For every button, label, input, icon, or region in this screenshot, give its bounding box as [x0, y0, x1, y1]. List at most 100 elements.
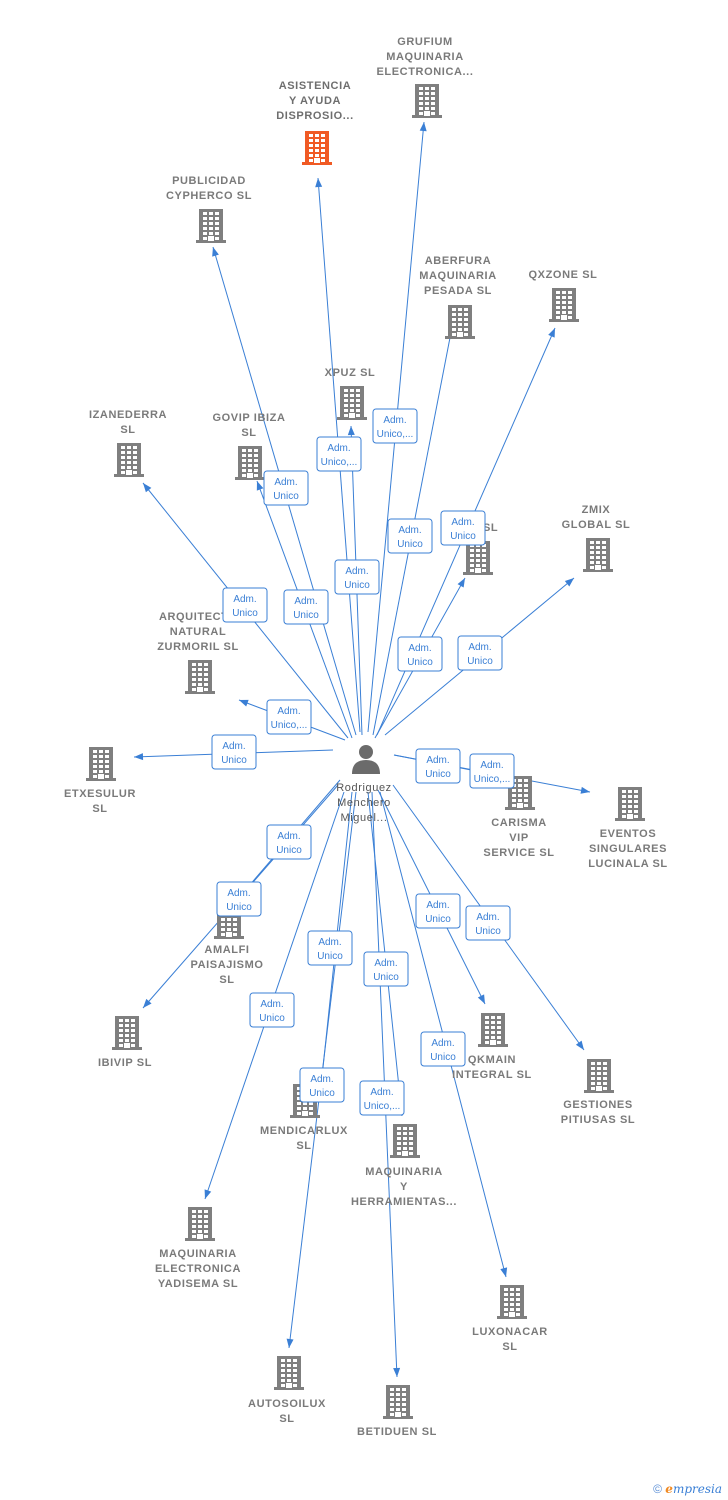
- building-icon: [615, 787, 645, 821]
- building-icon: [390, 1124, 420, 1158]
- arrowhead-icon: [580, 786, 590, 794]
- edge-label-line: Unico: [221, 755, 247, 766]
- edge-label-arquitectura[interactable]: Adm.Unico,...: [266, 699, 312, 735]
- node-ibivip[interactable]: IBIVIP SL: [98, 1016, 152, 1069]
- edge-label-gestiones[interactable]: Adm.Unico: [465, 905, 511, 941]
- building-icon: [302, 131, 332, 165]
- node-label-line: LUCINALA SL: [588, 858, 668, 870]
- person-icon: [352, 745, 380, 774]
- edge-label-amalfi[interactable]: Adm.Unico: [266, 824, 312, 860]
- edge-label-luxonacar[interactable]: Adm.Unico: [420, 1031, 466, 1067]
- edge-label-grufium[interactable]: Adm.Unico,...: [372, 408, 418, 444]
- edge-label-zmix[interactable]: Adm.Unico: [457, 635, 503, 671]
- edge-label-ibivip[interactable]: Adm.Unico: [216, 881, 262, 917]
- arrowhead-icon: [204, 1189, 212, 1199]
- edge-label-aberfura[interactable]: Adm.Unico: [387, 518, 433, 554]
- node-label-line: SL: [296, 1140, 311, 1152]
- arrowhead-icon: [143, 998, 152, 1008]
- edge-label-line: Unico,...: [474, 774, 511, 785]
- node-betiduen[interactable]: BETIDUEN SL: [357, 1385, 437, 1438]
- edge-label-line: Unico,...: [364, 1101, 401, 1112]
- edge-label-line: Adm.: [233, 594, 256, 605]
- edge-label-maquinaria_h[interactable]: Adm.Unico: [363, 951, 409, 987]
- node-publicidad[interactable]: PUBLICIDAD CYPHERCO SL: [166, 175, 252, 243]
- edge-label-qxzone[interactable]: Adm.Unico: [440, 510, 486, 546]
- building-icon: [185, 1207, 215, 1241]
- edge-label-eventos[interactable]: Adm.Unico,...: [469, 753, 515, 789]
- edge-label-izanederra[interactable]: Adm. Unico: [222, 587, 268, 623]
- node-label: CARISMA VIP SERVICE SL: [483, 817, 554, 859]
- node-carisma[interactable]: CARISMA VIP SERVICE SL: [483, 776, 554, 859]
- edge-label-publicidad[interactable]: Adm.Unico: [263, 470, 309, 506]
- node-label-line: SERVICE SL: [483, 847, 554, 859]
- node-label-line: SINGULARES: [589, 843, 667, 855]
- building-icon: [497, 1285, 527, 1319]
- edge-label-mendicarlux[interactable]: Adm.Unico: [307, 930, 353, 966]
- edge-label-carisma[interactable]: Adm.Unico: [415, 748, 461, 784]
- arrowhead-icon: [393, 1367, 401, 1377]
- node-label-line: IZANEDERRA: [89, 409, 167, 421]
- footer-brand[interactable]: © empresia: [653, 1482, 722, 1496]
- edge-label-line: Unico: [232, 608, 258, 619]
- edge-label-line: Unico: [425, 769, 451, 780]
- node-label-line: CYPHERCO SL: [166, 190, 252, 202]
- arrowhead-icon: [575, 1040, 584, 1050]
- edge-label-line: Unico: [344, 580, 370, 591]
- node-label-line: Y AYUDA: [289, 95, 341, 107]
- node-xpuz[interactable]: XPUZ SL: [325, 367, 376, 420]
- edge-label-ki[interactable]: Adm.Unico: [397, 636, 443, 672]
- edge-label-asistencia[interactable]: Adm.Unico,...: [316, 436, 362, 472]
- edge-label-line: Adm.: [222, 741, 245, 752]
- node-label-line: VIP: [509, 832, 529, 844]
- node-label-line: CARISMA: [491, 817, 547, 829]
- node-label-line: PUBLICIDAD: [172, 175, 246, 187]
- edge-label-autosoilux[interactable]: Adm.Unico: [299, 1067, 345, 1103]
- building-icon: [114, 443, 144, 477]
- edge-label-qkmain[interactable]: Adm.Unico: [415, 893, 461, 929]
- node-label-line: QXZONE SL: [529, 269, 598, 281]
- edge-label-betiduen[interactable]: Adm.Unico,...: [359, 1080, 405, 1116]
- edge-label-line: Unico: [273, 491, 299, 502]
- center-person-label-line: Menchero: [337, 797, 391, 809]
- node-label-line: GESTIONES: [563, 1099, 633, 1111]
- edge-label-etxesulur[interactable]: Adm. Unico: [211, 734, 257, 770]
- edge-label-line: Adm.: [476, 912, 499, 923]
- building-icon: [584, 1059, 614, 1093]
- node-label-line: PESADA SL: [424, 285, 492, 297]
- edge-label-govip[interactable]: Adm.Unico: [283, 589, 329, 625]
- edge-label-xpuz[interactable]: Adm.Unico: [334, 559, 380, 595]
- node-label-line: ELECTRONICA: [155, 1263, 241, 1275]
- edge-label-yadisema[interactable]: Adm.Unico: [249, 992, 295, 1028]
- building-icon: [383, 1385, 413, 1419]
- node-label-line: MAQUINARIA: [419, 270, 497, 282]
- arrowhead-icon: [239, 699, 249, 707]
- node-label: QXZONE SL: [529, 269, 598, 281]
- node-qxzone[interactable]: QXZONE SL: [529, 269, 598, 322]
